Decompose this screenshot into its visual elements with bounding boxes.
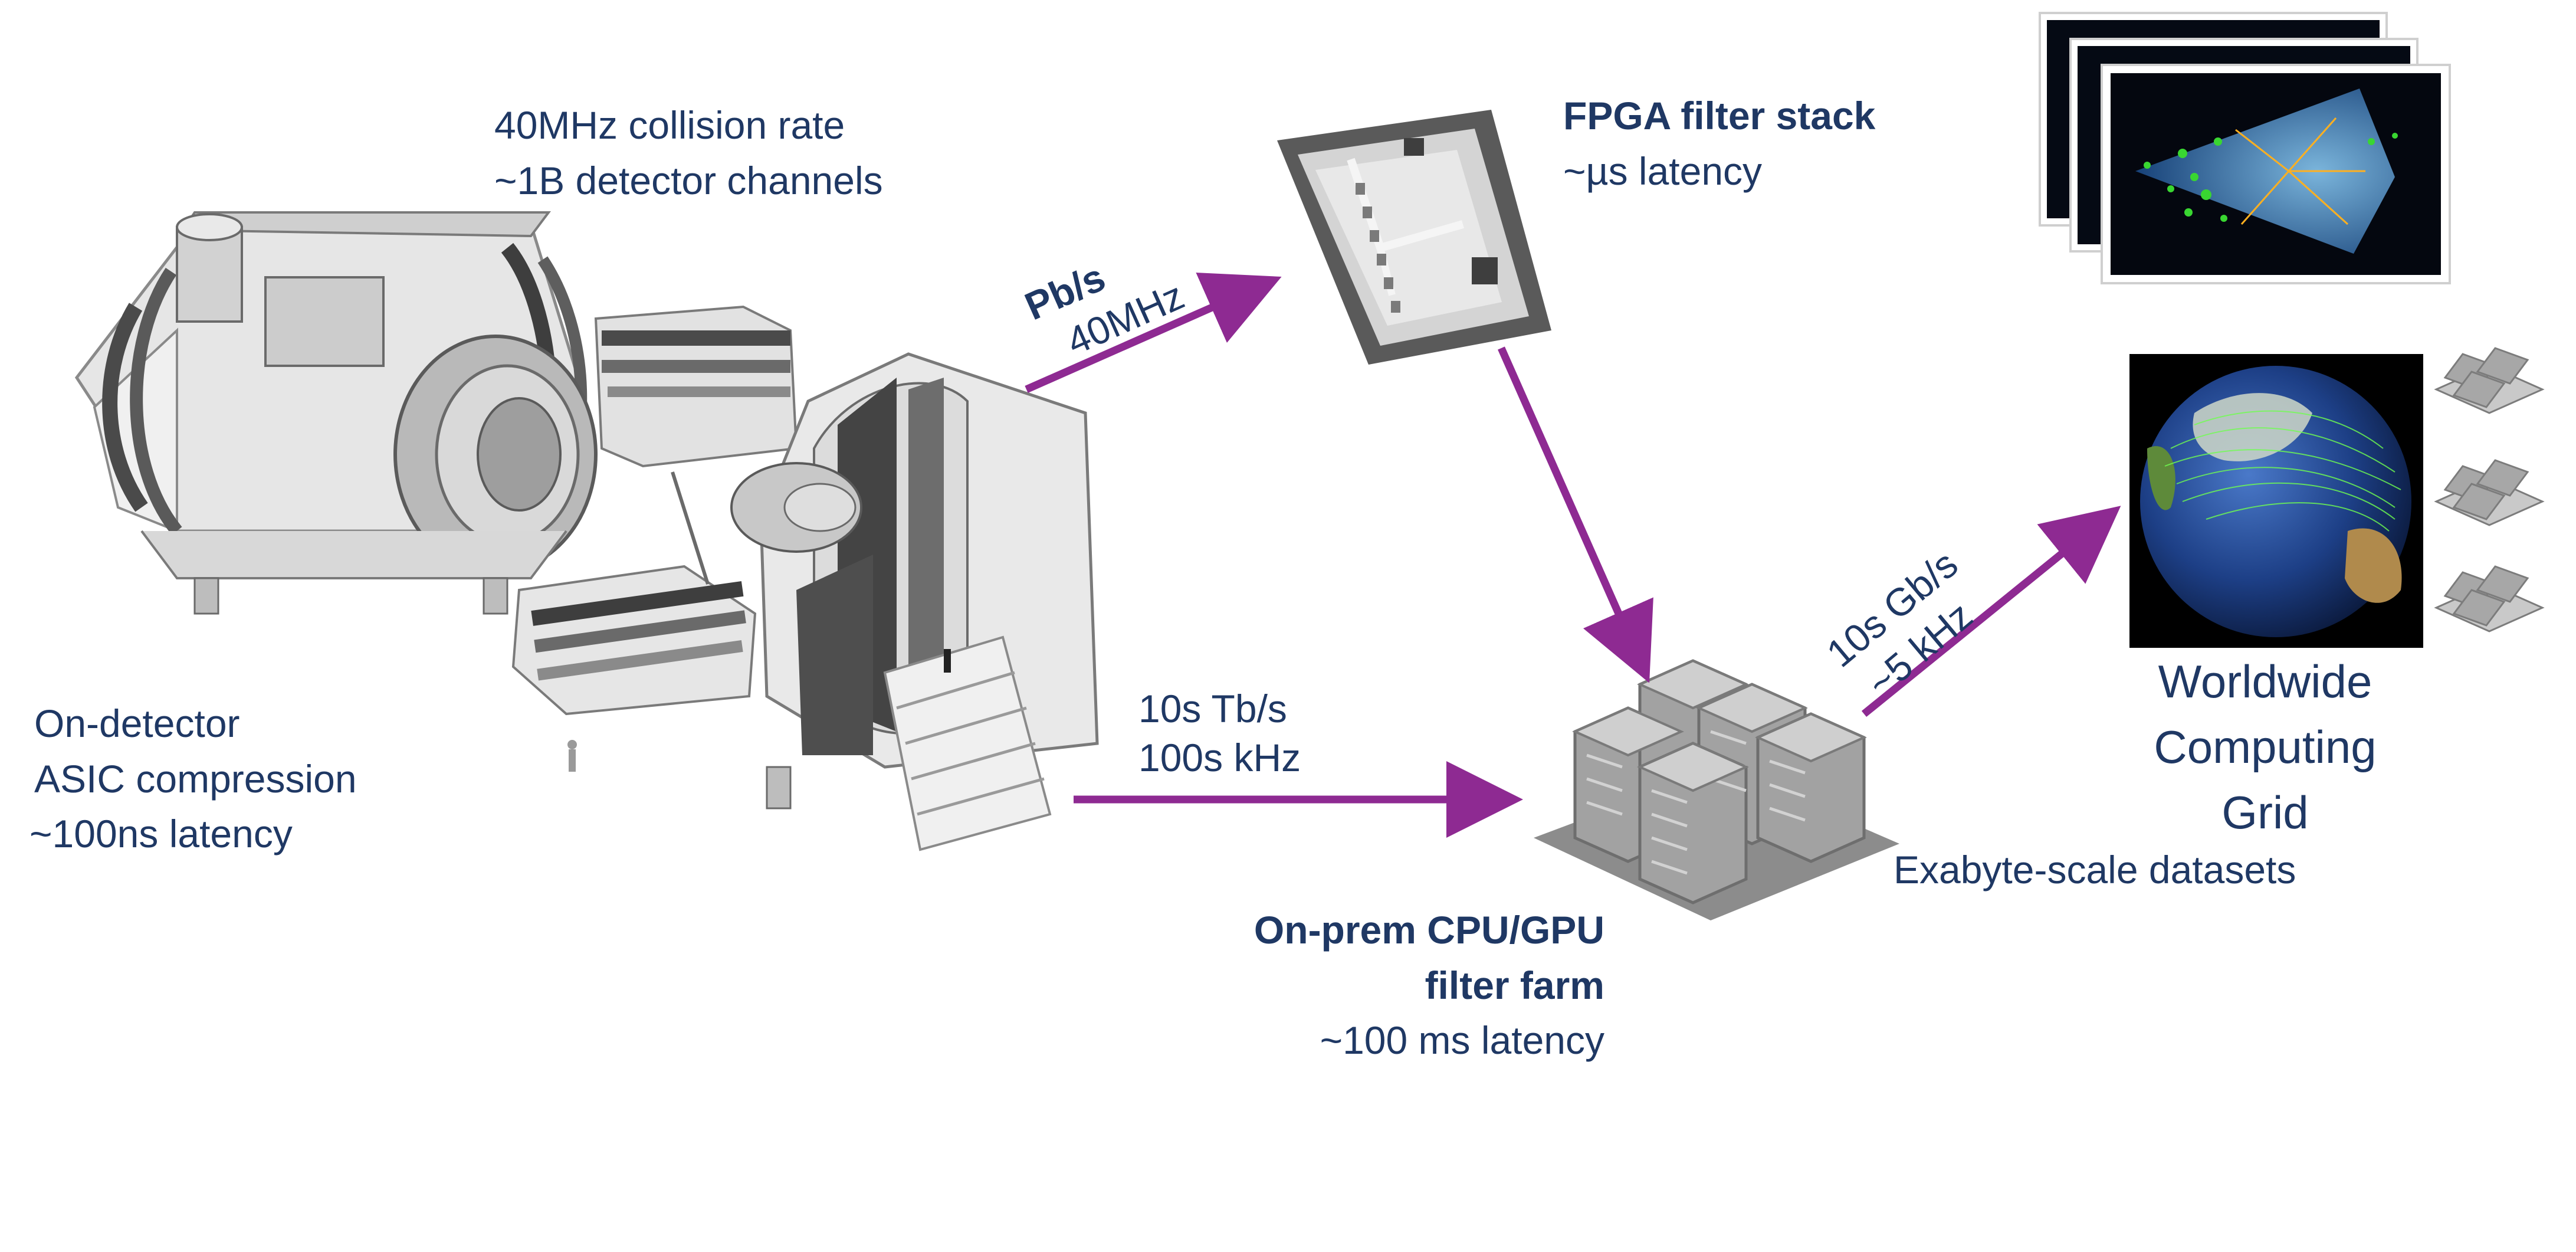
detector-barrel bbox=[74, 211, 598, 615]
asic-line-1: On-detector bbox=[34, 702, 240, 745]
detector-channels-line: ~1B detector channels bbox=[494, 158, 883, 202]
collision-rate-line: 40MHz collision rate bbox=[494, 103, 845, 147]
detector-endcap-right bbox=[730, 352, 1099, 851]
collision-rate-label: 40MHz collision rate ~1B detector channe… bbox=[494, 98, 883, 208]
farm-stage-label: On-prem CPU/GPU filter farm ~100 ms late… bbox=[1150, 903, 1604, 1069]
asic-stage-label: On-detector ASIC compression ~100ns late… bbox=[29, 696, 357, 862]
detector-illustration bbox=[74, 211, 1099, 851]
grid-label: Worldwide Computing Grid bbox=[2076, 649, 2454, 845]
farm-latency: ~100 ms latency bbox=[1320, 1018, 1604, 1063]
arrow-to-fpga bbox=[1025, 273, 1282, 393]
arrow-label-to-farm: 10s Tb/s 100s kHz bbox=[1138, 684, 1301, 782]
fpga-latency: ~µs latency bbox=[1563, 149, 1763, 193]
to-farm-rate: 10s Tb/s bbox=[1138, 687, 1287, 730]
event-display-images bbox=[2039, 12, 2451, 284]
arrow-to-grid bbox=[1861, 506, 2121, 717]
grid-line-1: Worldwide bbox=[2158, 656, 2372, 707]
server-rack-icon bbox=[2434, 347, 2545, 414]
asic-latency: ~100ns latency bbox=[29, 812, 293, 856]
datasets-label: Exabyte-scale datasets bbox=[1894, 848, 2296, 892]
farm-title-line-1: On-prem CPU/GPU bbox=[1253, 908, 1604, 952]
server-farm-icon bbox=[1534, 659, 1899, 920]
fpga-stage-label: FPGA filter stack ~µs latency bbox=[1563, 89, 1875, 199]
person-silhouette bbox=[569, 749, 576, 772]
fpga-title: FPGA filter stack bbox=[1563, 94, 1876, 137]
server-rack-icon bbox=[2434, 459, 2545, 526]
data-flow-arrows bbox=[1025, 273, 2121, 838]
fpga-chip-icon bbox=[1277, 110, 1551, 365]
grid-line-3: Grid bbox=[2221, 786, 2309, 838]
asic-line-2: ASIC compression bbox=[34, 756, 357, 801]
farm-title-line-2: filter farm bbox=[1425, 963, 1604, 1007]
grid-line-2: Computing bbox=[2154, 720, 2377, 773]
server-rack-icon bbox=[2434, 565, 2545, 632]
earth-globe-image bbox=[2129, 354, 2423, 648]
to-farm-freq: 100s kHz bbox=[1138, 735, 1301, 779]
arrow-fpga-to-farm bbox=[1498, 346, 1653, 683]
detector-endcap-middle bbox=[511, 305, 798, 716]
